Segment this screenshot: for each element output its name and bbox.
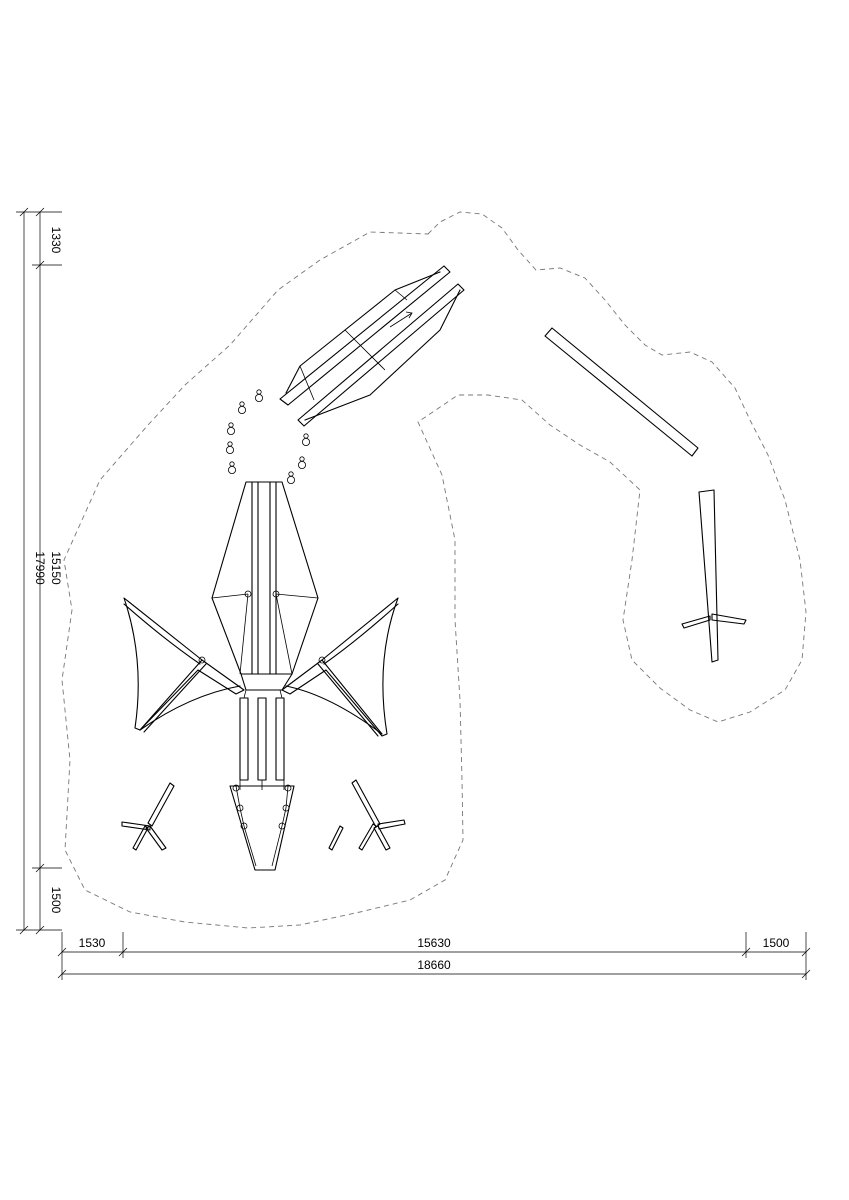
dim-left-offset: 1530 bbox=[79, 936, 106, 950]
dim-inner-width: 15630 bbox=[417, 936, 451, 950]
dim-right-offset: 1500 bbox=[763, 936, 790, 950]
dim-inner-height: 15150 bbox=[49, 551, 63, 585]
central-tower bbox=[123, 481, 399, 871]
slide-element bbox=[279, 265, 465, 427]
tripod-left bbox=[121, 782, 175, 851]
stepping-stones bbox=[225, 389, 310, 484]
dim-total-width: 18660 bbox=[417, 958, 451, 972]
beam-element bbox=[544, 327, 699, 457]
tripod-right bbox=[351, 779, 406, 851]
dim-bottom-offset: 1500 bbox=[49, 887, 63, 914]
dim-top-offset: 1330 bbox=[49, 227, 63, 254]
horizontal-dimensions: 1530 15630 1500 18660 bbox=[57, 932, 811, 980]
vertical-dimensions: 1330 15150 17990 1500 bbox=[16, 207, 63, 935]
small-post bbox=[328, 825, 344, 851]
totem-element bbox=[681, 489, 747, 663]
dim-total-height: 17990 bbox=[33, 551, 47, 585]
safety-zone-main bbox=[61, 211, 807, 929]
